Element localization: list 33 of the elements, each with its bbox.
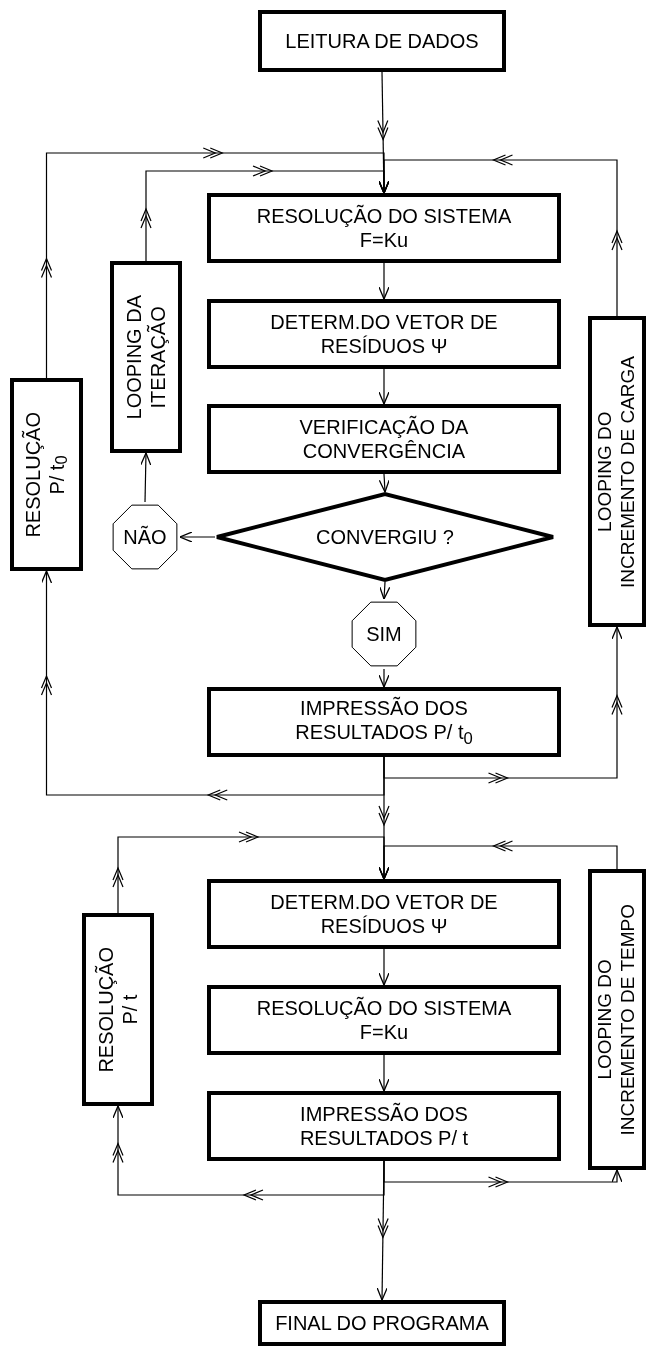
node-label: RESOLUÇÃO P/ t bbox=[94, 946, 142, 1073]
node-label: RESOLUÇÃO DO SISTEMA F=Ku bbox=[256, 204, 512, 252]
process-box bbox=[207, 193, 561, 263]
node-label: LOOPING DO INCREMENTO DE TEMPO bbox=[594, 903, 639, 1136]
node-label: VERIFICAÇÃO DA CONVERGÊNCIA bbox=[299, 415, 469, 463]
node-label: SIM bbox=[366, 622, 402, 646]
node-label: FINAL DO PROGRAMA bbox=[275, 1311, 489, 1335]
node-label: IMPRESSÃO DOS RESULTADOS P/ t$_{0}$ bbox=[295, 695, 473, 749]
node-label: DETERM.DO VETOR DE RESÍDUOS Ψ bbox=[270, 310, 498, 358]
process-box bbox=[207, 985, 561, 1055]
node-label: LOOPING DA ITERAÇÃO bbox=[122, 294, 170, 420]
decision-diamond bbox=[215, 492, 555, 582]
node-label: DETERM.DO VETOR DE RESÍDUOS Ψ bbox=[270, 890, 498, 938]
process-box bbox=[10, 378, 83, 571]
process-box bbox=[207, 404, 561, 474]
process-box bbox=[82, 913, 154, 1106]
process-box bbox=[588, 869, 646, 1170]
octagon-node bbox=[110, 502, 180, 572]
octagon-node bbox=[349, 599, 419, 669]
process-box bbox=[207, 299, 561, 369]
process-box bbox=[207, 687, 561, 757]
process-box bbox=[110, 261, 182, 453]
process-box bbox=[258, 10, 506, 72]
node-label: CONVERGIU ? bbox=[316, 525, 454, 549]
process-box bbox=[207, 879, 561, 949]
node-label: RESOLUÇÃO DO SISTEMA F=Ku bbox=[256, 996, 512, 1044]
process-box bbox=[588, 316, 646, 627]
node-label: IMPRESSÃO DOS RESULTADOS P/ t bbox=[299, 1102, 469, 1150]
process-box bbox=[207, 1091, 561, 1161]
node-label: LEITURA DE DADOS bbox=[285, 29, 479, 53]
node-label: NÃO bbox=[123, 525, 167, 549]
node-label: LOOPING DO INCREMENTO DE CARGA bbox=[594, 355, 639, 588]
process-box bbox=[258, 1300, 506, 1346]
